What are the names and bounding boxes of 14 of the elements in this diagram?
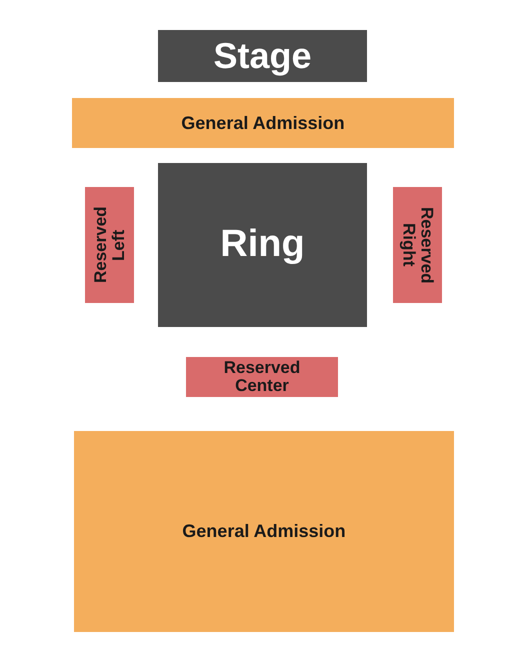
section-label: Reserved Left	[92, 206, 128, 285]
seating-section	[74, 431, 454, 632]
ring-area	[158, 163, 367, 327]
section-label: General Admission	[181, 114, 345, 132]
seating-section	[72, 98, 454, 148]
section-label: Reserved Center	[222, 359, 302, 395]
ring-label: Ring	[220, 225, 305, 265]
section-label: General Admission	[182, 522, 346, 541]
seating-section	[85, 187, 134, 303]
stage-area	[158, 30, 367, 82]
section-label: Reserved Right	[400, 206, 436, 285]
seating-section	[393, 187, 442, 303]
seating-section	[186, 357, 338, 397]
stage-label: Stage	[213, 37, 312, 75]
